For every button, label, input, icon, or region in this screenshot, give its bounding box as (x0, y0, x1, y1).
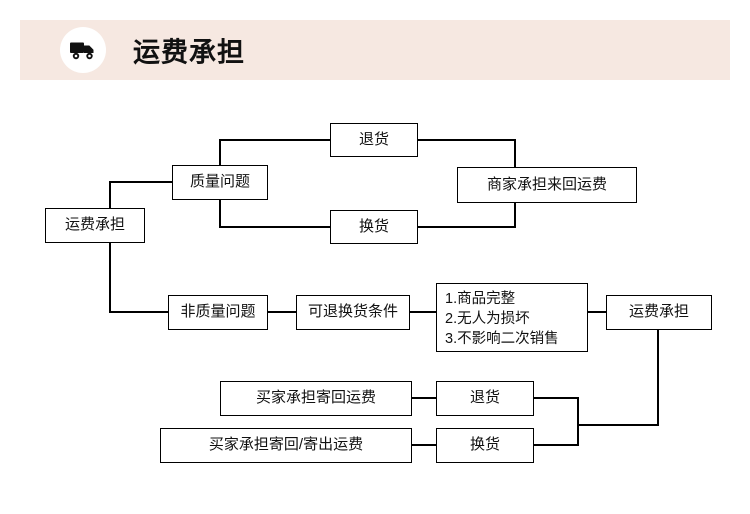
page-header: 运费承担 (20, 20, 730, 80)
node-merchant-pays: 商家承担来回运费 (457, 167, 637, 203)
node-return-top-label: 退货 (358, 130, 389, 148)
node-root: 运费承担 (45, 208, 145, 243)
node-return-bottom-label: 退货 (469, 389, 500, 407)
node-shipping-cost: 运费承担 (606, 295, 712, 330)
node-non-quality-issue: 非质量问题 (168, 295, 268, 330)
condition-item-2: 2.无人为损坏 (445, 311, 530, 327)
node-return-conditions-label: 可退换货条件 (307, 303, 398, 321)
node-return-conditions: 可退换货条件 (296, 295, 410, 330)
node-exchange-top: 换货 (330, 210, 418, 244)
node-return-bottom: 退货 (436, 381, 534, 416)
node-shipping-cost-label: 运费承担 (628, 303, 689, 321)
node-buyer-both-fee: 买家承担寄回/寄出运费 (160, 428, 412, 463)
node-exchange-bottom: 换货 (436, 428, 534, 463)
node-conditions-list: 1.商品完整 2.无人为损坏 3.不影响二次销售 (436, 283, 588, 352)
page-title: 运费承担 (133, 37, 245, 68)
node-buyer-return-fee-label: 买家承担寄回运费 (255, 389, 376, 407)
truck-icon (60, 27, 106, 73)
node-return-top: 退货 (330, 123, 418, 157)
node-merchant-pays-label: 商家承担来回运费 (486, 175, 607, 193)
node-quality-issue-label: 质量问题 (189, 173, 250, 191)
node-exchange-bottom-label: 换货 (469, 436, 500, 454)
node-root-label: 运费承担 (64, 216, 125, 234)
node-exchange-top-label: 换货 (358, 217, 389, 235)
condition-item-1: 1.商品完整 (445, 291, 516, 307)
node-quality-issue: 质量问题 (172, 165, 268, 200)
node-buyer-both-fee-label: 买家承担寄回/寄出运费 (208, 436, 364, 454)
condition-item-3: 3.不影响二次销售 (445, 331, 559, 347)
node-buyer-return-fee: 买家承担寄回运费 (220, 381, 412, 416)
node-non-quality-issue-label: 非质量问题 (180, 303, 256, 321)
